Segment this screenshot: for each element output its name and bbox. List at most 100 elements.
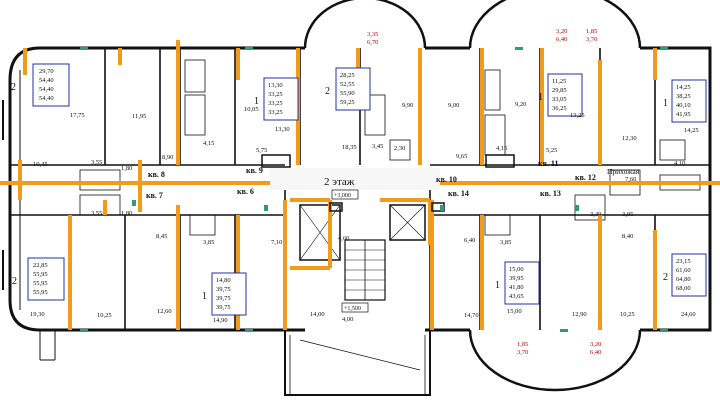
svg-text:54,40: 54,40: [39, 95, 54, 102]
apartment-label: кв. 12: [575, 173, 596, 182]
room-area: 10,45: [33, 161, 48, 168]
svg-text:+3,000: +3,000: [334, 193, 351, 199]
svg-text:55,95: 55,95: [33, 271, 48, 278]
room-area: 9,00: [448, 102, 459, 109]
bay-mark: 3,20: [556, 28, 567, 35]
apartment-labels: кв. 6 кв. 7 кв. 8 кв. 9 кв. 10 кв. 11 кв…: [146, 159, 596, 200]
bay-mark: 3,70: [586, 36, 597, 43]
room-area: 24,60: [681, 311, 696, 318]
apartment-label: кв. 9: [246, 166, 263, 175]
apartment-box: 1 11,25 29,85 33,05 36,25: [538, 73, 583, 117]
hallway-label: Прихожая: [607, 167, 640, 176]
room-area: 4,10: [674, 160, 685, 167]
svg-text:28,25: 28,25: [340, 72, 355, 79]
room-area: 14,00: [310, 311, 325, 318]
room-area: 1,80: [121, 210, 132, 217]
svg-text:1: 1: [495, 280, 500, 291]
room-area: 2,30: [394, 145, 405, 152]
room-area: 13,25: [570, 112, 585, 119]
svg-text:2: 2: [663, 272, 668, 283]
room-area: 7,10: [271, 239, 282, 246]
bay-mark: 1,85: [586, 28, 597, 35]
room-areas: 17,75 11,95 10,05 4,15 13,30 5,75 9,90 1…: [30, 101, 699, 324]
svg-text:64,80: 64,80: [676, 276, 691, 283]
room-area: 4,00: [342, 316, 353, 323]
apartment-label: кв. 13: [540, 189, 561, 198]
room-area: 5,75: [256, 147, 267, 154]
apartment-box: 2 28,25 52,55 55,90 59,25: [325, 67, 371, 111]
svg-text:1: 1: [538, 92, 543, 103]
room-area: 6,40: [464, 237, 475, 244]
room-area: 3,55: [91, 159, 102, 166]
svg-text:29,70: 29,70: [39, 68, 54, 75]
svg-text:55,90: 55,90: [340, 90, 355, 97]
svg-text:2: 2: [325, 86, 330, 97]
svg-text:2: 2: [12, 276, 17, 287]
room-area: 10,05: [244, 106, 259, 113]
level-mark: +3,000: [331, 189, 359, 200]
svg-text:13,30: 13,30: [268, 82, 283, 89]
svg-text:39,75: 39,75: [216, 286, 231, 293]
apartment-box: 2 23,15 61,60 64,80 68,00: [663, 253, 707, 297]
svg-text:+1,500: +1,500: [344, 306, 361, 312]
room-area: 9,90: [402, 102, 413, 109]
room-area: 12,60: [157, 308, 172, 315]
room-area: 3,85: [203, 239, 214, 246]
room-area: 9,65: [456, 153, 467, 160]
apartment-label: кв. 7: [146, 191, 163, 200]
room-area: 13,30: [275, 126, 290, 133]
svg-text:1: 1: [202, 291, 207, 302]
room-area: 1,80: [121, 165, 132, 172]
svg-text:68,00: 68,00: [676, 285, 691, 292]
bay-mark: 3,20: [590, 341, 601, 348]
apartment-box: 1 14,25 38,25 40,10 41,95: [663, 79, 707, 123]
svg-text:39,75: 39,75: [216, 295, 231, 302]
room-area: 10,25: [620, 311, 635, 318]
apartment-label: кв. 8: [148, 170, 165, 179]
svg-text:15,00: 15,00: [509, 266, 524, 273]
svg-text:29,85: 29,85: [552, 87, 567, 94]
svg-text:1: 1: [663, 98, 668, 109]
svg-text:14,25: 14,25: [676, 84, 691, 91]
bay-mark: 6,40: [590, 349, 601, 356]
svg-text:43,65: 43,65: [509, 293, 524, 300]
svg-text:55,95: 55,95: [33, 289, 48, 296]
apartment-label: кв. 11: [538, 159, 559, 168]
window-marks: [80, 47, 668, 332]
svg-text:41,95: 41,95: [676, 111, 691, 118]
apartment-box: 2 29,70 54,40 54,40 54,40: [11, 63, 70, 107]
room-area: 4,15: [203, 140, 214, 147]
floor-title: 2 этаж: [324, 176, 355, 188]
shafts: [261, 154, 515, 212]
room-area: 11,95: [132, 113, 146, 120]
svg-text:54,40: 54,40: [39, 86, 54, 93]
room-area: 14,70: [464, 312, 479, 319]
bay-mark: 3,35: [367, 31, 378, 38]
svg-text:36,25: 36,25: [552, 105, 567, 112]
room-area: 10,25: [97, 312, 112, 319]
room-area: 8,45: [156, 233, 167, 240]
svg-text:2: 2: [11, 82, 16, 93]
bay-mark: 3,70: [517, 349, 528, 356]
apartment-box: 2 22,85 55,95 55,95 55,95: [12, 257, 65, 301]
svg-text:55,95: 55,95: [33, 280, 48, 287]
bay-mark: 6,40: [556, 36, 567, 43]
room-area: 14,90: [213, 317, 228, 324]
room-area: 3,45: [372, 143, 383, 150]
svg-text:39,75: 39,75: [216, 304, 231, 311]
bay-mark: 6,70: [367, 39, 378, 46]
svg-text:38,25: 38,25: [676, 93, 691, 100]
bay-marks: 3,35 6,70 3,20 6,40 1,85 3,70 1,85 3,70 …: [367, 28, 601, 356]
room-area: 14,25: [684, 127, 699, 134]
svg-text:33,25: 33,25: [268, 100, 283, 107]
orange-walls: [0, 40, 720, 330]
room-area: 12,30: [622, 135, 637, 142]
apartment-label: кв. 10: [436, 175, 457, 184]
room-area: 17,75: [70, 112, 85, 119]
apartment-box: 1 14,80 39,75 39,75 39,75: [202, 272, 247, 316]
room-area: 18,35: [342, 144, 357, 151]
room-area: 4,60: [338, 235, 349, 242]
apartment-label: кв. 14: [448, 189, 469, 198]
apartment-label: кв. 6: [237, 187, 254, 196]
